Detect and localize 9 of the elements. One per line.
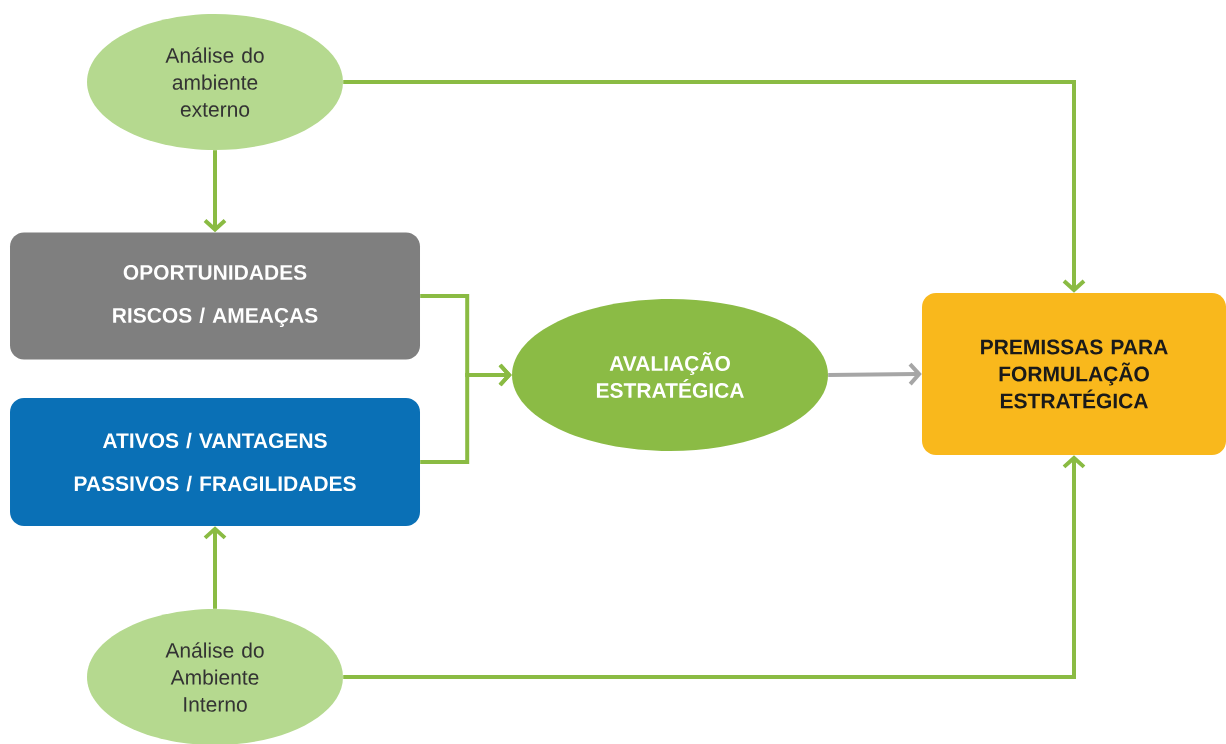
arrow xyxy=(203,150,227,233)
rounded-box: PREMISSAS PARA FORMULAÇÃO ESTRATÉGICA xyxy=(922,293,1226,455)
arrow xyxy=(828,362,922,386)
rounded-box: ATIVOS / VANTAGENS PASSIVOS / FRAGILIDADES xyxy=(10,398,420,526)
arrow xyxy=(420,363,512,464)
arrow xyxy=(343,455,1086,679)
arrow xyxy=(343,80,1086,293)
rounded-box: OPORTUNIDADES RISCOS / AMEAÇAS xyxy=(10,232,420,360)
arrow xyxy=(203,526,227,609)
